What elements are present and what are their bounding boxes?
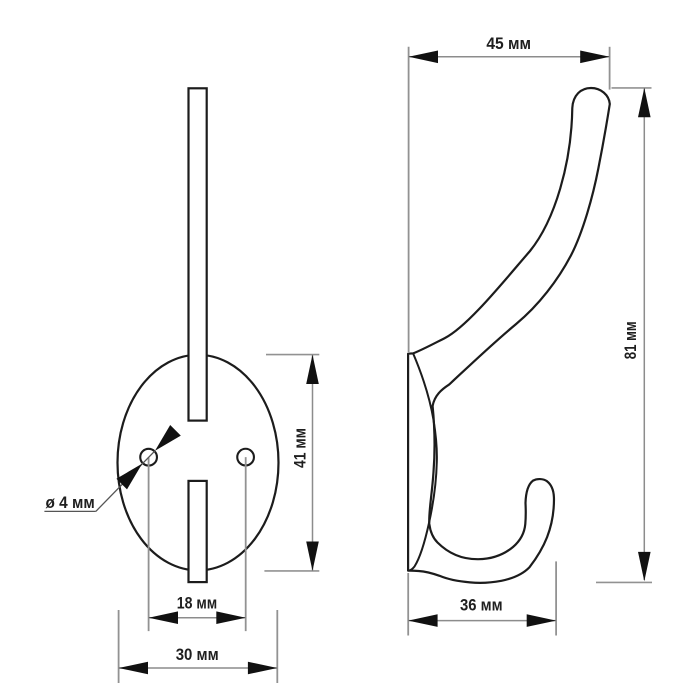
svg-text:41 мм: 41 мм [292,428,310,468]
svg-text:81 мм: 81 мм [622,321,640,359]
svg-text:30 мм: 30 мм [176,646,219,664]
svg-text:ø 4 мм: ø 4 мм [46,494,95,512]
svg-text:45 мм: 45 мм [486,35,531,53]
svg-text:18 мм: 18 мм [177,595,218,613]
svg-text:36 мм: 36 мм [460,597,503,615]
